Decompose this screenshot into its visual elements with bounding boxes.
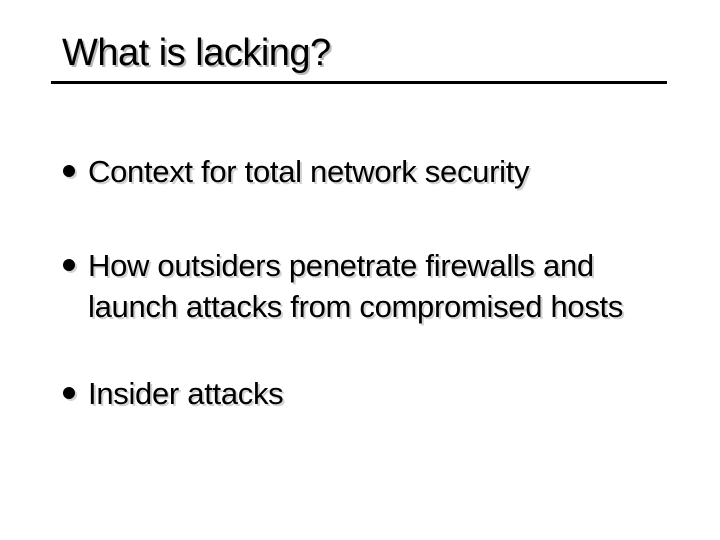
bullet-line: Insider attacks — [88, 376, 284, 411]
bullet-item: How outsiders penetrate firewalls and la… — [63, 245, 690, 327]
bullet-line: launch attacks from compromised hosts — [88, 289, 624, 324]
bullet-text: Insider attacks — [88, 373, 284, 414]
bullet-icon — [63, 387, 75, 399]
bullet-icon — [63, 259, 75, 271]
bullet-line: Context for total network security — [88, 154, 530, 189]
bullet-item: Insider attacks — [63, 373, 690, 414]
bullet-line: How outsiders penetrate firewalls and — [88, 248, 594, 283]
bullet-icon — [63, 165, 75, 177]
bullet-item: Context for total network security — [63, 151, 690, 192]
slide-title: What is lacking? — [62, 32, 331, 74]
bullet-text: How outsiders penetrate firewalls and la… — [88, 245, 623, 327]
title-underline — [51, 81, 667, 84]
bullet-text: Context for total network security — [88, 151, 530, 192]
